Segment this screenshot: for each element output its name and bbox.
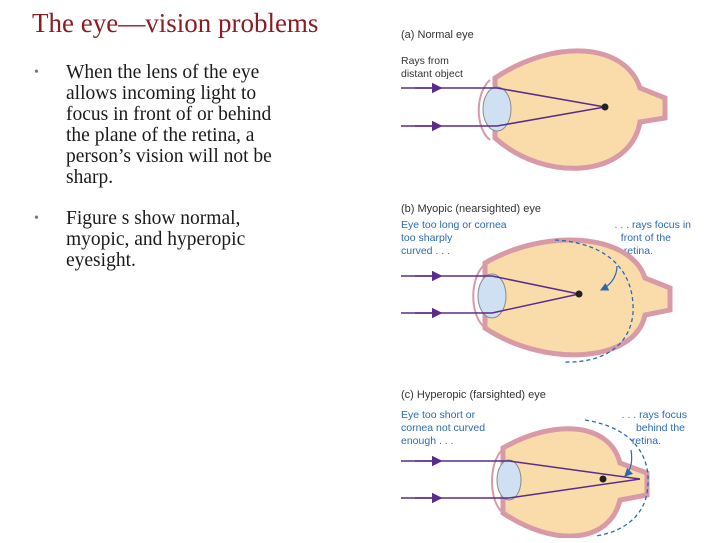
- panel-c-left-note-line3: enough . . .: [401, 435, 454, 447]
- panel-a-label-line1: Rays from: [401, 55, 449, 67]
- eye-diagram-a: [477, 48, 668, 171]
- panel-b-right-note-line1: . . . rays focus in: [615, 219, 692, 231]
- bullet-item: • When the lens of the eye allows incomin…: [34, 62, 294, 188]
- bullet-text: When the lens of the eye allows incoming…: [66, 62, 272, 188]
- panel-hyperopic-eye: (c) Hyperopic (farsighted) eye Eye too s…: [401, 389, 687, 539]
- bullet-icon: •: [34, 65, 39, 80]
- panel-b-right-note-line3: retina.: [624, 245, 653, 257]
- panel-a-label-line2: distant object: [401, 68, 463, 80]
- bullet-text: Figure s show normal, myopic, and hypero…: [66, 208, 246, 271]
- panel-c-heading: (c) Hyperopic (farsighted) eye: [401, 389, 546, 401]
- eye-diagram-c: [491, 419, 650, 539]
- panel-c-right-note-line3: retina.: [632, 435, 661, 447]
- panel-normal-eye: (a) Normal eye Rays from distant object: [401, 29, 668, 171]
- panel-a-heading: (a) Normal eye: [401, 29, 474, 41]
- panel-c-right-note-line1: . . . rays focus: [622, 409, 687, 421]
- eye-figure: (a) Normal eye Rays from distant object …: [395, 18, 695, 543]
- bullet-list: • When the lens of the eye allows incomin…: [34, 62, 294, 291]
- panel-c-left-note-line1: Eye too short or: [401, 409, 476, 421]
- panel-c-right-note-line2: behind the: [636, 422, 685, 434]
- panel-b-right-note-line2: front of the: [621, 232, 671, 244]
- slide-title: The eye—vision problems: [32, 8, 319, 38]
- panel-b-left-note-line2: too sharply: [401, 232, 453, 244]
- bullet-item: • Figure s show normal, myopic, and hyper…: [34, 208, 294, 271]
- panel-b-left-note-line3: curved . . .: [401, 245, 450, 257]
- panel-b-heading: (b) Myopic (nearsighted) eye: [401, 203, 541, 215]
- panel-c-left-note-line2: cornea not curved: [401, 422, 485, 434]
- eye-diagram-b: [472, 237, 673, 363]
- panel-myopic-eye: (b) Myopic (nearsighted) eye Eye too lon…: [401, 203, 692, 363]
- bullet-icon: •: [34, 211, 39, 226]
- panel-b-left-note-line1: Eye too long or cornea: [401, 219, 507, 231]
